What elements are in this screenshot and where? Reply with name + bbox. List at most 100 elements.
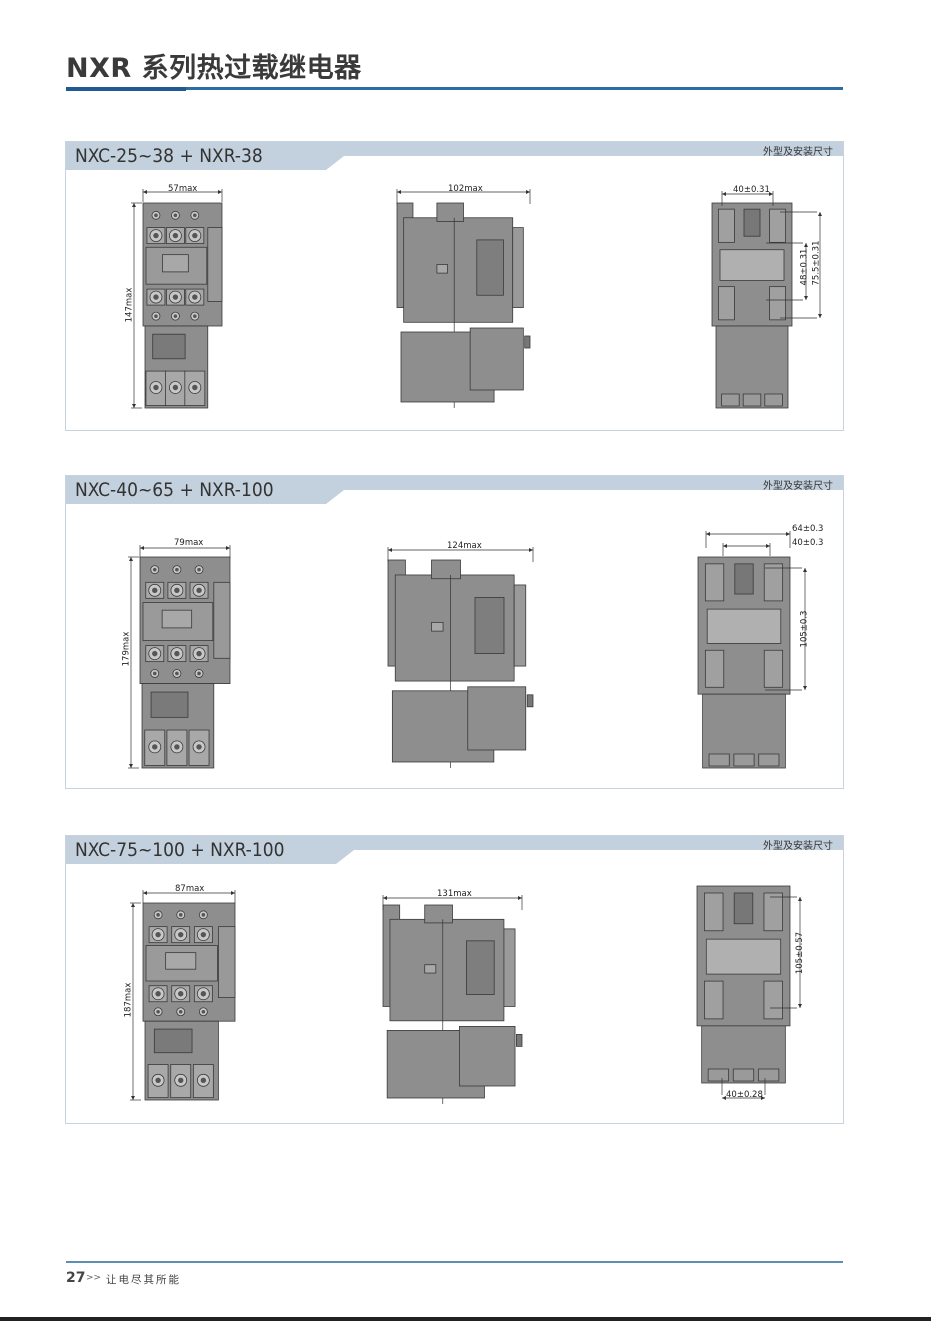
screw-head bbox=[154, 314, 158, 318]
mounting-slot bbox=[704, 649, 725, 688]
dim-front-height: 179max bbox=[121, 631, 132, 667]
section-tab bbox=[66, 142, 344, 170]
screw-head bbox=[178, 931, 184, 938]
relay-window bbox=[153, 1028, 193, 1054]
section-note: 外型及安装尺寸 bbox=[763, 841, 833, 852]
screw-head bbox=[174, 587, 180, 594]
page-title: NXR 系列热过载继电器 bbox=[66, 53, 362, 84]
terminal-cover bbox=[721, 393, 740, 407]
latch bbox=[424, 964, 437, 974]
indicator bbox=[162, 254, 189, 273]
screw-head bbox=[200, 991, 207, 997]
dim-mount-h1: 105±0.57 bbox=[795, 931, 806, 975]
coil-cover bbox=[476, 239, 504, 296]
dim-front-width: 79max bbox=[174, 538, 204, 548]
screw-head bbox=[200, 931, 207, 938]
screw-head bbox=[152, 650, 158, 657]
screw-head bbox=[196, 650, 202, 657]
mounting-slot bbox=[718, 286, 735, 321]
screw-head bbox=[153, 232, 159, 239]
aux-block bbox=[207, 227, 223, 302]
reset-button bbox=[524, 335, 531, 349]
terminal-cover bbox=[708, 753, 730, 767]
dim-side-width: 124max bbox=[447, 541, 482, 551]
screw-head bbox=[156, 913, 160, 917]
dim-mount-w-bottom: 40±0.28 bbox=[726, 1090, 763, 1100]
dim-mount-h1: 48±0.31 bbox=[799, 248, 810, 286]
indicator bbox=[161, 609, 193, 629]
section-title: NXC-25~38 + NXR-38 bbox=[75, 145, 263, 167]
screw-head bbox=[174, 744, 180, 750]
aux-block bbox=[213, 581, 231, 659]
dim-side-width: 131max bbox=[437, 889, 472, 899]
mounting-slot bbox=[769, 286, 786, 321]
screw-head bbox=[175, 671, 179, 676]
front-plate bbox=[503, 928, 516, 1007]
mounting-slot bbox=[763, 563, 784, 602]
terminal-cover bbox=[742, 393, 762, 407]
nameplate bbox=[719, 249, 785, 281]
screw-head bbox=[201, 1009, 206, 1014]
terminal-cover bbox=[757, 1068, 780, 1082]
terminal-cover bbox=[733, 753, 755, 767]
screw-head bbox=[192, 232, 198, 239]
top-terminal bbox=[436, 202, 464, 222]
terminal-cover bbox=[758, 753, 780, 767]
screw-head bbox=[196, 587, 202, 594]
front-plate bbox=[512, 227, 524, 308]
top-terminal bbox=[424, 904, 453, 924]
dim-mount-h1: 105±0.3 bbox=[799, 610, 810, 648]
screw-head bbox=[178, 1077, 184, 1084]
mounting-slot bbox=[704, 892, 724, 932]
screw-head bbox=[178, 1009, 183, 1014]
screw-head bbox=[153, 294, 159, 300]
clip-slot bbox=[733, 892, 754, 925]
dim-mount-width: 40±0.31 bbox=[733, 185, 770, 195]
relay-window bbox=[152, 333, 186, 360]
mounting-slot bbox=[763, 980, 783, 1020]
screw-head bbox=[174, 650, 180, 657]
section-title: NXC-40~65 + NXR-100 bbox=[75, 479, 274, 501]
screw-head bbox=[155, 1077, 161, 1084]
mounting-slot bbox=[704, 563, 725, 602]
relay-dial bbox=[467, 686, 527, 751]
dim-front-height: 147max bbox=[124, 287, 135, 323]
nameplate bbox=[705, 938, 782, 975]
screw-head bbox=[200, 1077, 207, 1084]
screw-head bbox=[196, 744, 202, 750]
relay-dial bbox=[459, 1026, 516, 1087]
dim-front-width: 57max bbox=[168, 184, 198, 194]
screw-head bbox=[153, 384, 159, 391]
section-title: NXC-75~100 + NXR-100 bbox=[75, 839, 285, 861]
dim-front-height: 187max bbox=[123, 982, 134, 1018]
indicator bbox=[165, 952, 197, 970]
screw-head bbox=[152, 671, 157, 676]
mounting-slot bbox=[769, 208, 786, 243]
screw-head bbox=[178, 991, 184, 997]
mounting-slot bbox=[763, 892, 783, 932]
reset-button bbox=[516, 1034, 523, 1047]
mounting-slot bbox=[718, 208, 735, 243]
screw-head bbox=[197, 671, 201, 676]
dim-front-width: 87max bbox=[175, 884, 205, 894]
mounting-slot bbox=[763, 649, 784, 688]
terminal-cover bbox=[732, 1068, 755, 1082]
page-arrows: >> bbox=[86, 1273, 102, 1283]
screw-head bbox=[152, 744, 158, 750]
mounting-slot bbox=[704, 980, 724, 1020]
screw-head bbox=[192, 294, 198, 300]
screw-head bbox=[201, 913, 206, 917]
screw-head bbox=[175, 567, 179, 572]
screw-head bbox=[156, 1009, 160, 1014]
relay-window bbox=[150, 691, 189, 718]
dim-mount-h2: 75.5±0.31 bbox=[811, 240, 822, 286]
screw-head bbox=[178, 913, 183, 917]
section-tab bbox=[66, 836, 354, 864]
screw-head bbox=[152, 567, 157, 572]
clip-slot bbox=[734, 563, 754, 595]
latch bbox=[436, 264, 448, 274]
footer-slogan: 让电尽其所能 bbox=[106, 1274, 181, 1286]
screw-head bbox=[192, 384, 198, 391]
latch bbox=[431, 622, 444, 632]
terminal-cover bbox=[707, 1068, 730, 1082]
